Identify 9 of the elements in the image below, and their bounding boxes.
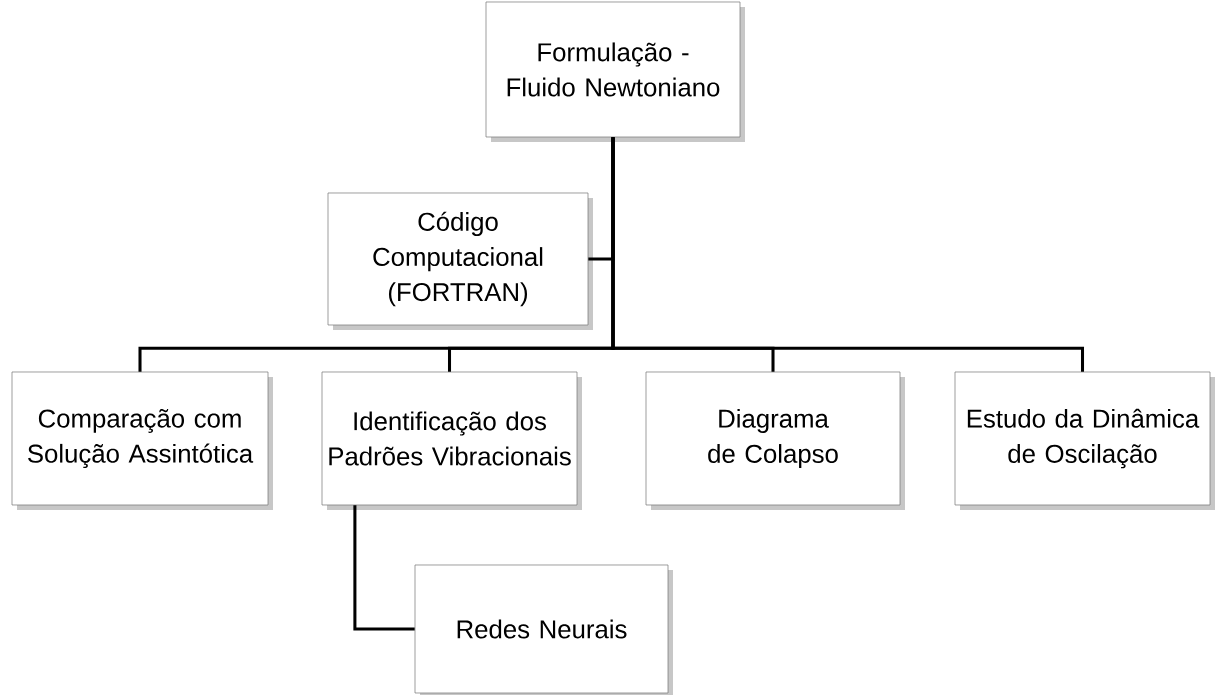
process-box: Código Computacional (FORTRAN): [327, 192, 593, 330]
process-box: Diagrama de Colapso: [645, 371, 905, 510]
process-box: Estudo da Dinâmica de Oscilação: [954, 371, 1215, 510]
process-box: Comparação com Solução Assintótica: [11, 371, 273, 510]
connector-line: [611, 137, 1085, 372]
process-box: Formulação - Fluido Newtoniano: [485, 1, 745, 142]
process-box: Redes Neurais: [414, 564, 673, 695]
connector-line: [353, 505, 415, 631]
process-box: Identificação dos Padrões Vibracionais: [321, 371, 582, 510]
